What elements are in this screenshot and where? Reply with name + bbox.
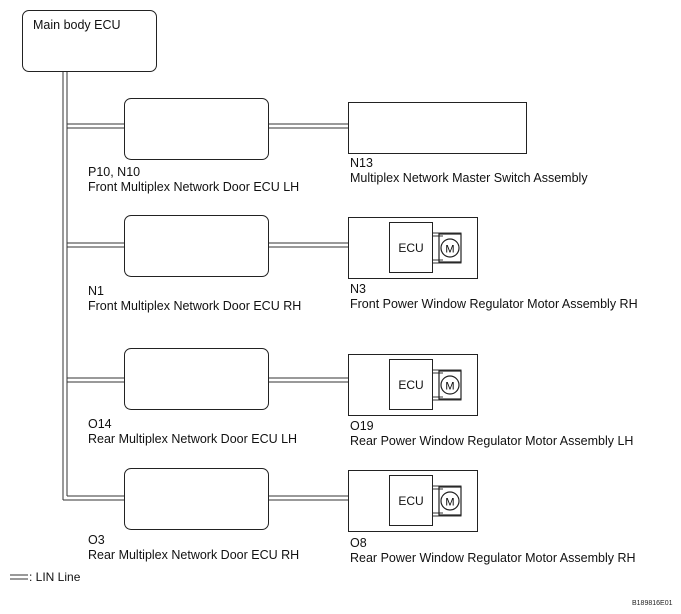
door-ecu-name-2: Front Multiplex Network Door ECU RH [88, 299, 302, 313]
door-ecu-box-3 [124, 348, 269, 410]
figure-id: B189816E01 [632, 600, 673, 607]
inner-ecu-3: ECU [389, 359, 433, 410]
target-box-3: ECU M [348, 354, 478, 416]
door-ecu-name-3: Rear Multiplex Network Door ECU LH [88, 432, 298, 446]
inner-ecu-4: ECU [389, 475, 433, 526]
motor-label-4: M [445, 497, 454, 509]
door-ecu-box-1 [124, 98, 269, 160]
door-ecu-name-1: Front Multiplex Network Door ECU LH [88, 180, 300, 194]
motor-icon: M [433, 369, 462, 401]
motor-icon: M [433, 232, 462, 264]
target-box-2: ECU M [348, 217, 478, 279]
target-name-4: Rear Power Window Regulator Motor Assemb… [350, 551, 636, 565]
target-box-4: ECU M [348, 470, 478, 532]
door-ecu-box-2 [124, 215, 269, 277]
door-ecu-name-4: Rear Multiplex Network Door ECU RH [88, 548, 300, 562]
target-name-3: Rear Power Window Regulator Motor Assemb… [350, 434, 634, 448]
target-code-3: O19 [350, 419, 374, 433]
door-ecu-code-4: O3 [88, 533, 105, 547]
main-body-ecu-label: Main body ECU [33, 18, 121, 32]
motor-label-2: M [445, 244, 454, 256]
door-ecu-code-2: N1 [88, 284, 104, 298]
motor-icon: M [433, 485, 462, 517]
inner-ecu-2: ECU [389, 222, 433, 273]
target-code-2: N3 [350, 282, 366, 296]
target-code-4: O8 [350, 536, 367, 550]
target-box-1 [348, 102, 527, 154]
door-ecu-box-4 [124, 468, 269, 530]
door-ecu-code-1: P10, N10 [88, 165, 141, 179]
motor-label-3: M [445, 381, 454, 393]
legend-lin-line: : LIN Line [29, 570, 81, 584]
target-name-1: Multiplex Network Master Switch Assembly [350, 171, 588, 185]
target-name-2: Front Power Window Regulator Motor Assem… [350, 297, 638, 311]
main-body-ecu-box: Main body ECU [22, 10, 157, 72]
target-code-1: N13 [350, 156, 373, 170]
door-ecu-code-3: O14 [88, 417, 112, 431]
